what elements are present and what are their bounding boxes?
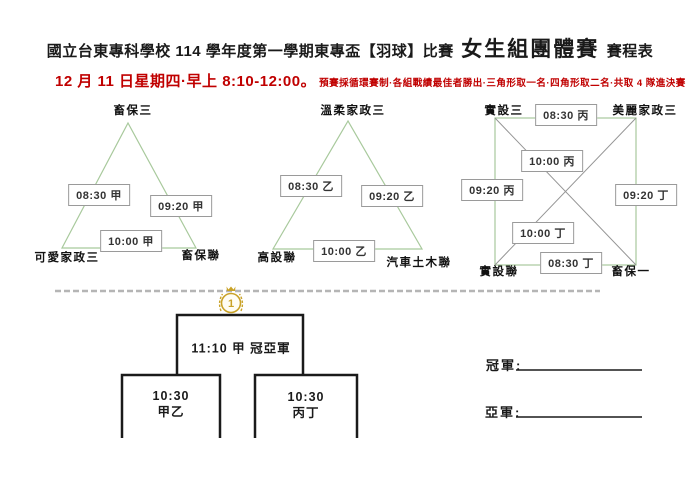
match-box-b-1: 08:30 乙 — [280, 175, 342, 197]
team-label-b-bottom-left: 高設聯 — [257, 252, 297, 264]
bracket-lines — [120, 313, 359, 438]
team-label-cd-top-left: 實設三 — [484, 105, 524, 117]
title-suffix: 賽程表 — [606, 43, 654, 60]
team-label-cd-bottom-right: 畜保一 — [611, 266, 651, 278]
match-box-b-3: 10:00 乙 — [313, 240, 375, 262]
match-box-cd-bottom: 08:30 丁 — [540, 252, 602, 274]
team-label-a-top: 畜保三 — [113, 105, 153, 117]
semifinal-right-label: 10:30 丙丁 — [288, 389, 325, 421]
semifinal-left-teams: 甲乙 — [157, 405, 185, 419]
match-box-cd-top: 08:30 丙 — [535, 104, 597, 126]
team-label-a-bottom-left: 可愛家政三 — [34, 252, 100, 264]
medal-laurel-left — [218, 293, 224, 312]
semifinal-left-label: 10:30 甲乙 — [153, 388, 190, 420]
page-title: 國立台東專科學校 114 學年度第一學期東專盃【羽球】比賽 女生組團體賽 賽程表 — [0, 33, 700, 63]
match-box-a-1: 08:30 甲 — [68, 184, 130, 206]
medal-number: 1 — [228, 298, 234, 310]
team-label-cd-top-right: 美麗家政三 — [612, 105, 678, 117]
result-underlines — [516, 369, 642, 418]
match-box-cd-upper-mid: 10:00 丙 — [521, 150, 583, 172]
match-box-cd-lower-mid: 10:00 丁 — [512, 222, 574, 244]
schedule-note: 預賽採循環賽制·各組戰績最佳者勝出·三角形取一名·四角形取二名·共取 4 隊進決… — [319, 78, 686, 89]
match-box-b-2: 09:20 乙 — [361, 185, 423, 207]
match-box-a-3: 10:00 甲 — [100, 230, 162, 252]
runner-up-row: 亞軍: — [485, 402, 521, 422]
schedule-subtitle: 12 月 11 日星期四·早上 8:10-12:00。 預賽採循環賽制·各組戰績… — [55, 70, 686, 91]
medal-circle — [220, 292, 242, 314]
match-box-cd-right: 09:20 丁 — [615, 184, 677, 206]
semifinal-left-time: 10:30 — [152, 389, 190, 403]
schedule-date: 12 月 11 日星期四·早上 8:10-12:00。 — [55, 73, 317, 90]
medal-crown — [226, 286, 236, 291]
team-label-b-top: 溫柔家政三 — [320, 105, 386, 117]
semifinal-right-time: 10:30 — [287, 390, 325, 404]
runner-up-label: 亞軍: — [485, 405, 522, 420]
match-box-a-2: 09:20 甲 — [150, 195, 212, 217]
match-box-cd-left: 09:20 丙 — [461, 179, 523, 201]
final-match-label: 11:10 甲 冠亞軍 — [191, 341, 291, 356]
title-highlight: 女生組團體賽 — [461, 38, 600, 61]
medal-laurel-right — [238, 293, 244, 312]
team-label-a-bottom-right: 畜保聯 — [181, 250, 221, 262]
team-label-cd-bottom-left: 實設聯 — [479, 266, 519, 278]
title-prefix: 國立台東專科學校 114 學年度第一學期東專盃【羽球】比賽 — [46, 43, 454, 60]
semifinal-right-teams: 丙丁 — [292, 406, 320, 420]
champion-label: 冠軍: — [486, 358, 523, 373]
team-label-b-bottom-right: 汽車土木聯 — [386, 257, 452, 269]
gold-medal-icon: 1 — [218, 286, 244, 314]
champion-row: 冠軍: — [486, 355, 522, 375]
